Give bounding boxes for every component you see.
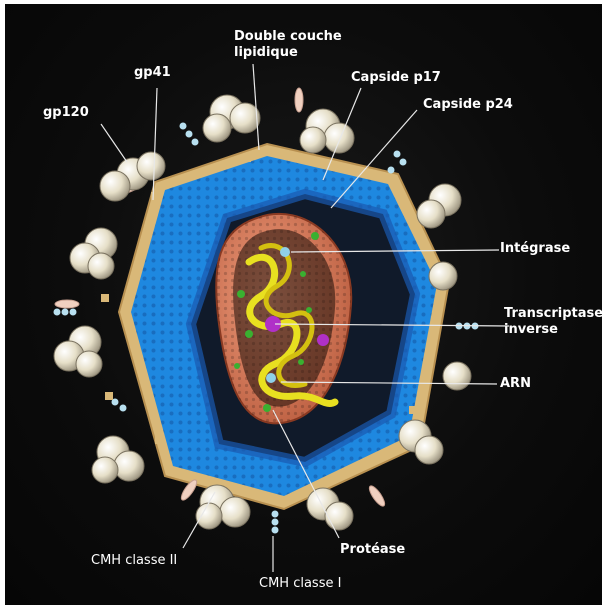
- label-cmh-classe-1: CMH classe I: [259, 576, 341, 591]
- label-capside-p17: Capside p17: [351, 70, 441, 85]
- label-transcriptase-line1: Transcriptase: [504, 306, 602, 321]
- label-arn: ARN: [500, 376, 531, 391]
- label-gp41: gp41: [134, 65, 171, 80]
- label-transcriptase-line2: inverse: [504, 322, 558, 337]
- hiv-diagram: Double couche lipidique gp41 gp120 Capsi…: [5, 4, 602, 605]
- label-double-couche-line1: Double couche: [234, 29, 342, 44]
- label-double-couche-line2: lipidique: [234, 45, 298, 60]
- label-cmh-classe-2: CMH classe II: [91, 553, 177, 568]
- label-protease: Protéase: [340, 542, 405, 557]
- label-capside-p24: Capside p24: [423, 97, 513, 112]
- label-gp120: gp120: [43, 105, 89, 120]
- integrase-molecule: [280, 247, 290, 257]
- label-integrase: Intégrase: [500, 241, 570, 256]
- hiv-illustration: [5, 4, 602, 605]
